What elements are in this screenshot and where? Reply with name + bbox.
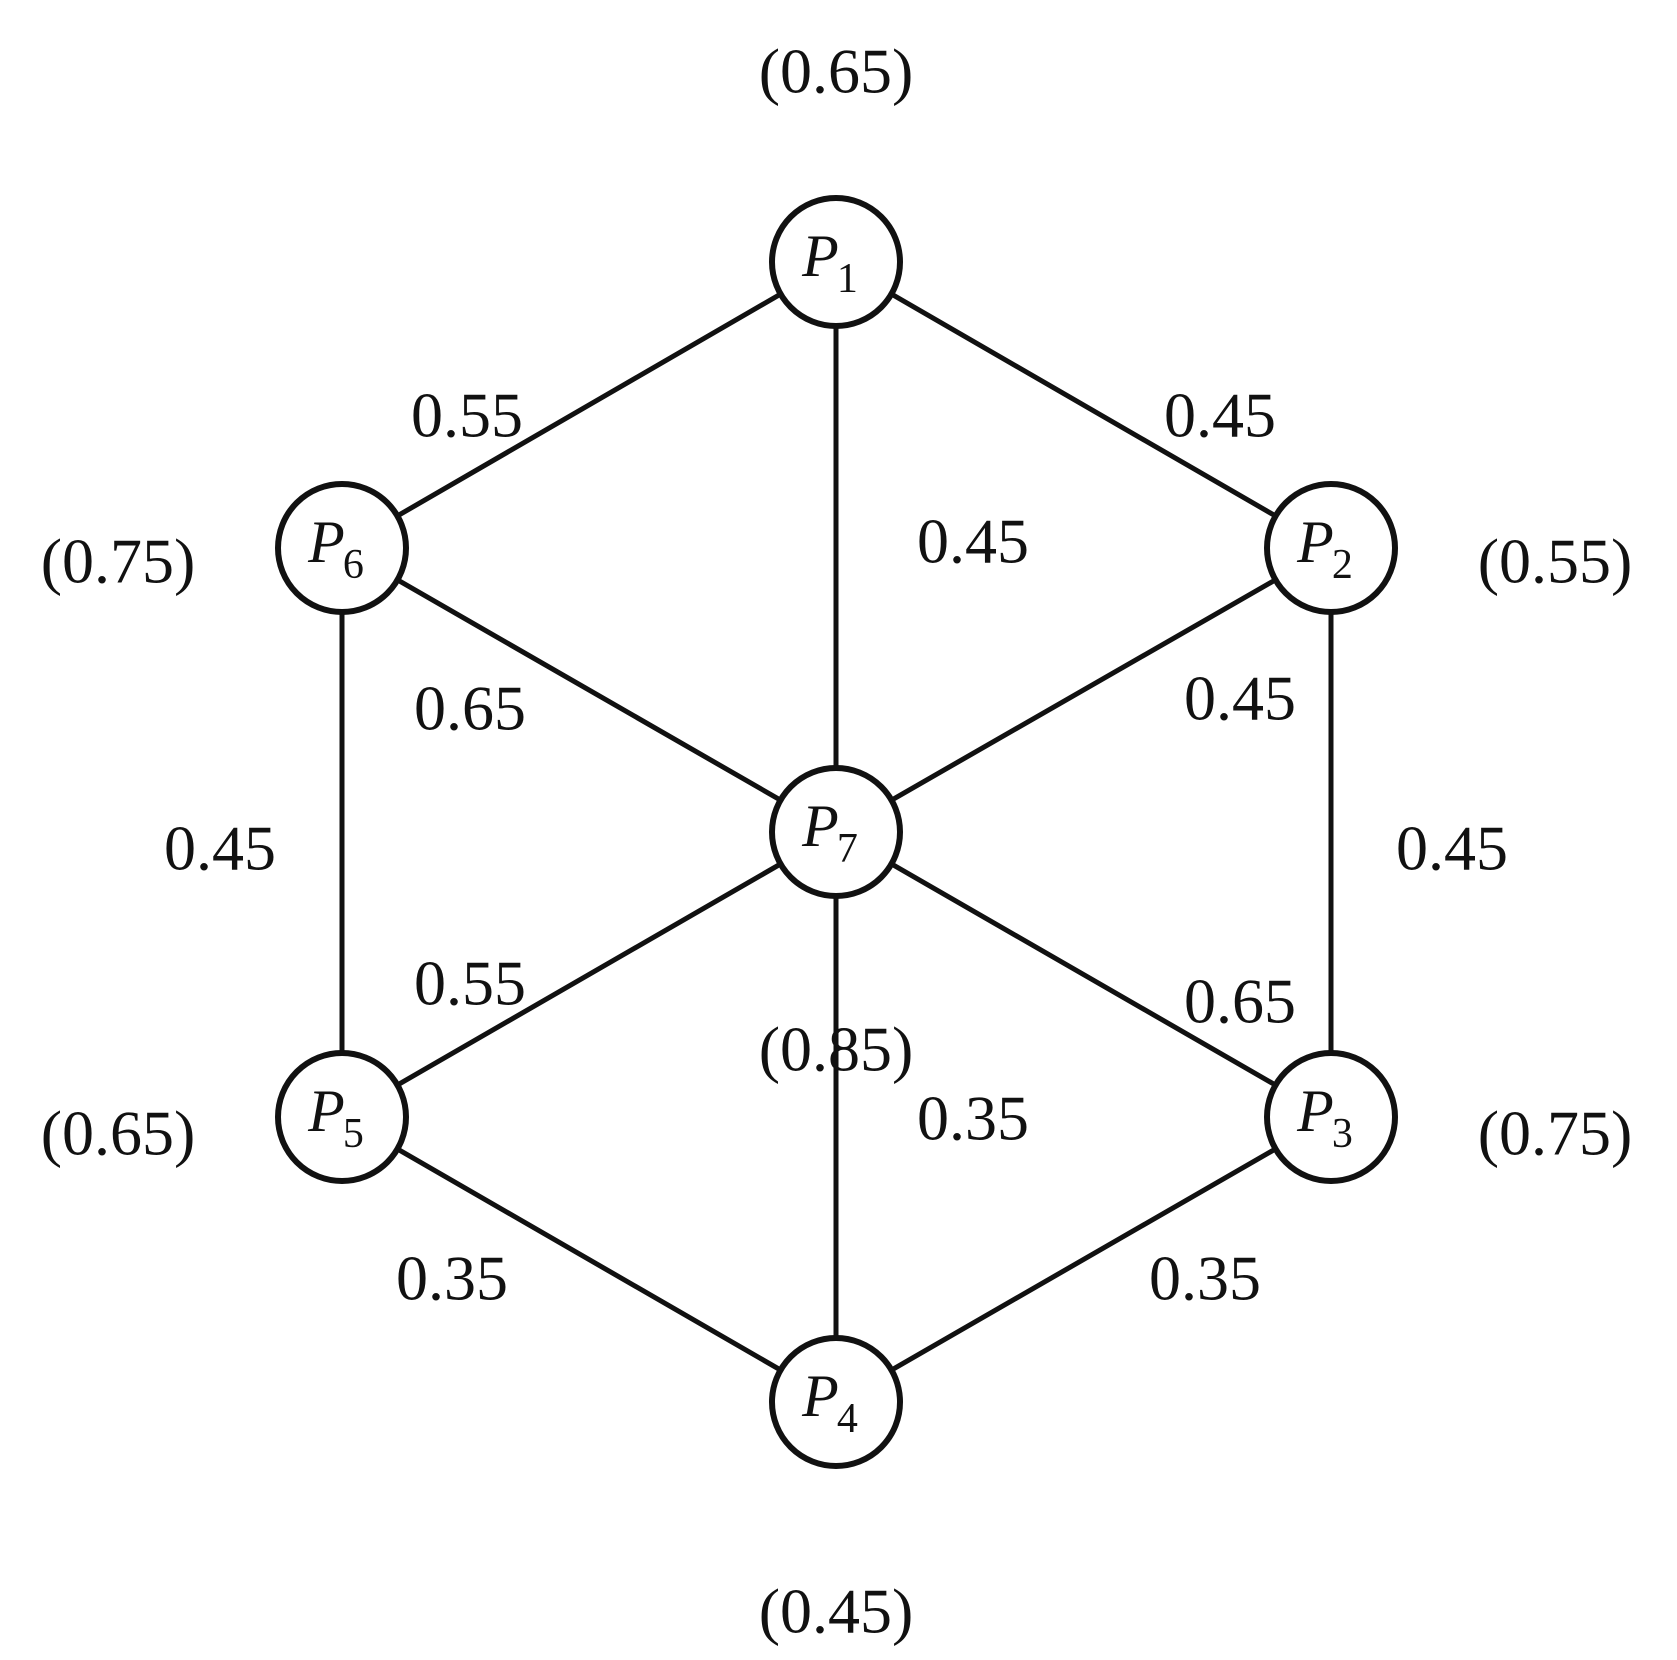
edge-weight-label: 0.45 xyxy=(1164,380,1276,451)
edge-weight-label: 0.35 xyxy=(917,1083,1029,1154)
edge-p2-p7 xyxy=(833,545,1334,835)
node-letter: P xyxy=(1296,1078,1334,1144)
node-value-label: (0.45) xyxy=(759,1576,914,1647)
edge-weight-label: 0.45 xyxy=(917,506,1029,577)
node-p7: P7 xyxy=(769,765,903,899)
node-letter: P xyxy=(307,1078,345,1144)
node-p3: P3 xyxy=(1264,1050,1398,1184)
node-letter: P xyxy=(307,509,345,575)
edge-weight-label: 0.45 xyxy=(1396,813,1508,884)
edge-weight-label: 0.45 xyxy=(164,813,276,884)
node-letter: P xyxy=(801,793,839,859)
edge-p6-p7 xyxy=(339,545,839,835)
node-p2: P2 xyxy=(1264,481,1398,615)
node-subscript: 1 xyxy=(837,256,858,302)
edge-p3-p7 xyxy=(833,829,1334,1120)
node-subscript: 5 xyxy=(343,1111,364,1157)
node-letter: P xyxy=(801,223,839,289)
node-value-label: (0.55) xyxy=(1478,526,1633,597)
node-value-label: (0.75) xyxy=(41,526,196,597)
node-letter: P xyxy=(1296,509,1334,575)
edge-p5-p7 xyxy=(339,829,839,1120)
node-letter: P xyxy=(801,1363,839,1429)
node-subscript: 2 xyxy=(1332,542,1353,588)
node-p5: P5 xyxy=(275,1050,409,1184)
node-circle xyxy=(275,481,409,615)
node-label: P5 xyxy=(307,1078,364,1157)
node-value-label: (0.75) xyxy=(1478,1098,1633,1169)
node-label: P4 xyxy=(801,1363,858,1442)
node-subscript: 6 xyxy=(343,542,364,588)
node-circle xyxy=(769,765,903,899)
edge-weight-label: 0.35 xyxy=(396,1243,508,1314)
node-label: P2 xyxy=(1296,509,1353,588)
node-subscript: 3 xyxy=(1332,1111,1353,1157)
node-circle xyxy=(769,1335,903,1469)
edge-p3-p4 xyxy=(833,1114,1334,1405)
edge-weight-label: 0.45 xyxy=(1184,663,1296,734)
node-circle xyxy=(769,195,903,329)
node-label: P1 xyxy=(801,223,858,302)
node-circle xyxy=(1264,481,1398,615)
edge-p5-p4 xyxy=(339,1114,839,1405)
edges-layer xyxy=(339,259,1334,1405)
node-value-label: (0.65) xyxy=(759,36,914,107)
node-circle xyxy=(275,1050,409,1184)
edge-weight-label: 0.65 xyxy=(414,673,526,744)
edge-weight-label: 0.55 xyxy=(414,948,526,1019)
node-circle xyxy=(1264,1050,1398,1184)
node-label: P7 xyxy=(801,793,858,872)
node-p1: P1 xyxy=(769,195,903,329)
edge-p1-p2 xyxy=(833,259,1334,551)
edge-weight-label: 0.35 xyxy=(1149,1243,1261,1314)
edge-weight-label: 0.65 xyxy=(1184,966,1296,1037)
node-p6: P6 xyxy=(275,481,409,615)
node-value-label: (0.65) xyxy=(41,1098,196,1169)
edge-weight-label: 0.55 xyxy=(411,380,523,451)
node-subscript: 4 xyxy=(837,1396,858,1442)
node-label: P6 xyxy=(307,509,364,588)
node-label: P3 xyxy=(1296,1078,1353,1157)
node-p4: P4 xyxy=(769,1335,903,1469)
edge-p1-p6 xyxy=(339,259,839,551)
node-subscript: 7 xyxy=(837,826,858,872)
node-value-label: (0.85) xyxy=(759,1014,914,1085)
labels-layer: 0.55 0.45 0.45 0.45 0.45 0.65 0.45 0.55 0.65 0.35… xyxy=(41,36,1633,1647)
